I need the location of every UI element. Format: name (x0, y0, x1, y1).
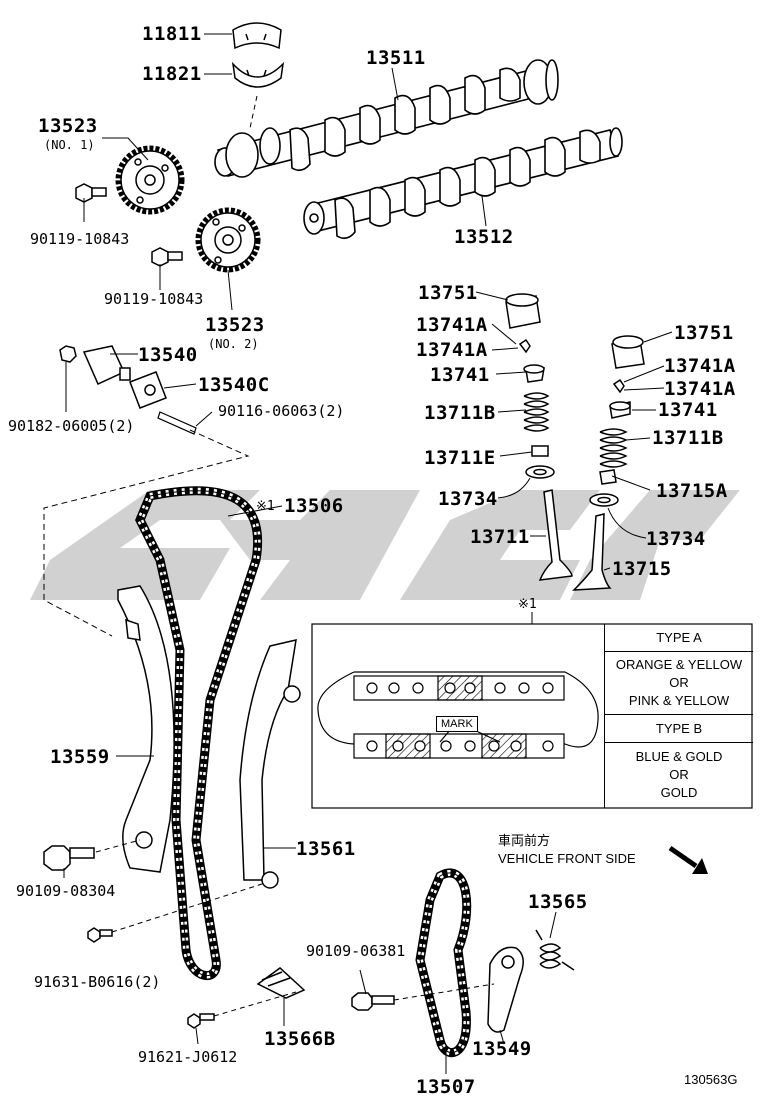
timing-chain (135, 486, 262, 980)
tensioner-bolt (351, 992, 395, 1011)
label-13741a-right-2: 13741A (664, 378, 736, 400)
label-91631: 91631-B0616(2) (34, 973, 161, 991)
label-13523-no2: 13523 (205, 314, 265, 336)
detail-ref: ※1 (518, 597, 537, 612)
label-13507: 13507 (416, 1076, 476, 1098)
sprocket-no1 (115, 145, 185, 215)
chain-slipper (117, 585, 175, 873)
label-13523-no1: 13523 (38, 115, 98, 137)
label-13734-right: 13734 (646, 528, 706, 550)
label-13523-no1-sub: (NO. 1) (44, 138, 95, 152)
label-13711b-right: 13711B (652, 427, 724, 449)
label-13734-left: 13734 (438, 488, 498, 510)
valve-train-right (572, 335, 645, 591)
label-90182: 90182-06005(2) (8, 417, 135, 435)
label-13741-left: 13741 (430, 364, 490, 386)
label-13741-right: 13741 (658, 399, 718, 421)
label-13565: 13565 (528, 891, 588, 913)
label-13540: 13540 (138, 344, 198, 366)
chain-tensioner (59, 345, 131, 386)
oil-jet (256, 967, 306, 999)
label-13561: 13561 (296, 838, 356, 860)
label-11821: 11821 (142, 63, 202, 85)
leader-lines (63, 33, 673, 1074)
label-13751-left: 13751 (418, 282, 478, 304)
front-arrow-icon (668, 845, 708, 874)
label-90109-a: 90109-08304 (16, 882, 116, 900)
oil-jet-bolt (187, 1013, 215, 1029)
label-90109-b: 90109-06381 (306, 942, 406, 960)
label-90116: 90116-06063(2) (218, 402, 345, 420)
camshaft-intake (214, 59, 559, 178)
label-90119-b: 90119-10843 (104, 290, 204, 308)
label-13540c: 13540C (198, 374, 270, 396)
label-13741a-left-1: 13741A (416, 314, 488, 336)
valve-train-left (505, 293, 573, 581)
vehicle-front-note: 車両前方 VEHICLE FRONT SIDE (498, 832, 636, 868)
type-a-header: TYPE A (605, 624, 753, 652)
oil-pump-tensioner (487, 946, 524, 1033)
type-b-header: TYPE B (605, 715, 753, 743)
label-91621: 91621-J0612 (138, 1048, 238, 1066)
watermark-logo (30, 490, 740, 600)
label-13711: 13711 (470, 526, 530, 548)
label-13512: 13512 (454, 226, 514, 248)
label-13549: 13549 (472, 1038, 532, 1060)
label-13715a: 13715A (656, 480, 728, 502)
label-13711b-left: 13711B (424, 402, 496, 424)
tensioner-gasket (129, 371, 167, 409)
label-13741a-right-1: 13741A (664, 355, 736, 377)
label-13711e: 13711E (424, 447, 496, 469)
label-13751-right: 13751 (674, 322, 734, 344)
vehicle-front-jp: 車両前方 (498, 833, 551, 848)
label-13511: 13511 (366, 47, 426, 69)
label-13566b: 13566B (264, 1028, 336, 1050)
label-13523-no2-sub: (NO. 2) (208, 337, 259, 351)
damper-bolt (87, 927, 113, 943)
sprocket-no2 (195, 207, 261, 273)
label-90119-a: 90119-10843 (30, 230, 130, 248)
chain-mark-detail (317, 671, 599, 759)
label-13506-ref: ※1 (256, 499, 275, 514)
slipper-bolt (43, 845, 95, 871)
label-13559: 13559 (50, 746, 110, 768)
bearing-upper (232, 22, 282, 50)
label-11811: 11811 (142, 23, 202, 45)
tensioner-spring (535, 929, 575, 971)
chain-type-legend: TYPE A ORANGE & YELLOW OR PINK & YELLOW … (604, 624, 753, 808)
camshaft-exhaust (303, 127, 623, 240)
type-b-options: BLUE & GOLD OR GOLD (635, 749, 723, 800)
label-13741a-left-2: 13741A (416, 339, 488, 361)
type-a-options: ORANGE & YELLOW OR PINK & YELLOW (605, 652, 753, 715)
vehicle-front-en: VEHICLE FRONT SIDE (498, 851, 636, 866)
sprocket-bolt-1 (75, 183, 107, 203)
mark-label: MARK (436, 716, 478, 732)
bearing-lower (231, 61, 285, 88)
oil-pump-chain (415, 868, 472, 1058)
diagram-code: 130563G (684, 1072, 738, 1087)
label-13715: 13715 (612, 558, 672, 580)
stud-bolts (157, 411, 197, 435)
chain-damper (239, 639, 301, 889)
label-13506: 13506 (284, 495, 344, 517)
sprocket-bolt-2 (151, 247, 183, 267)
